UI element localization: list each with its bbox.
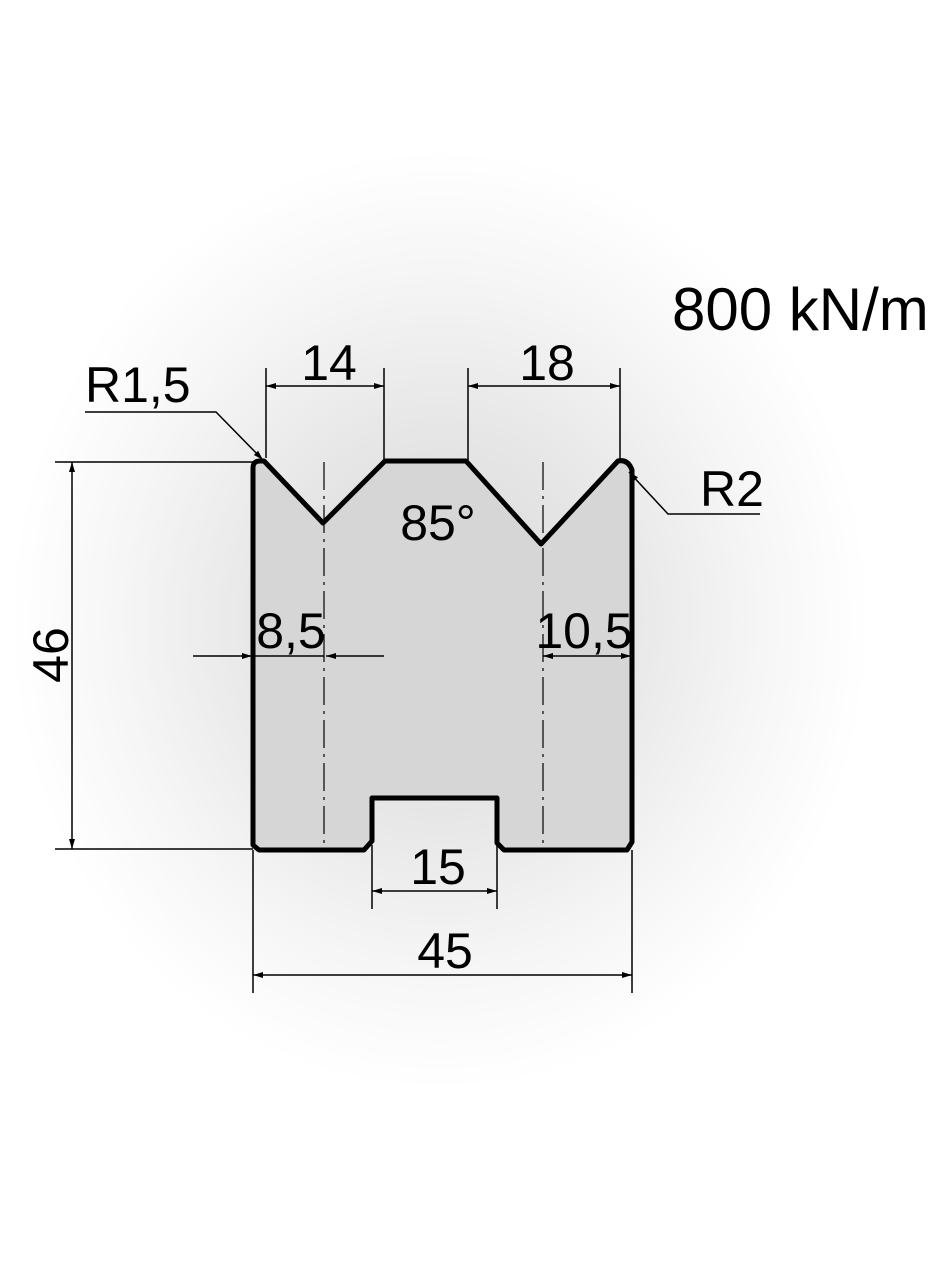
dim-slot-width: 15 — [371, 839, 498, 909]
dim-v2-offset: 10,5 — [535, 603, 633, 659]
dim-height: 46 — [23, 461, 253, 850]
dim-v1-width: 14 — [265, 335, 385, 462]
dim-slot-width-label: 15 — [410, 839, 466, 895]
dim-total-width-label: 45 — [417, 923, 473, 979]
dim-height-label: 46 — [23, 627, 79, 683]
dim-v1-width-label: 14 — [301, 335, 357, 391]
dim-v2-offset-label: 10,5 — [535, 603, 632, 659]
load-rating: 800 kN/m — [672, 276, 929, 343]
dim-v1-offset-label: 8,5 — [256, 603, 326, 659]
dim-v2-width-label: 18 — [519, 335, 575, 391]
dim-v2-width: 18 — [467, 335, 621, 462]
radius-right-callout: R2 — [628, 461, 764, 517]
dim-total-width: 45 — [252, 850, 633, 993]
radius-left-label: R1,5 — [85, 357, 191, 413]
radius-left-callout: R1,5 — [85, 357, 264, 461]
v-angle-label: 85° — [400, 495, 476, 551]
dim-v1-offset: 8,5 — [193, 603, 384, 659]
die-profile-outline — [250, 458, 635, 853]
radius-right-label: R2 — [700, 461, 764, 517]
